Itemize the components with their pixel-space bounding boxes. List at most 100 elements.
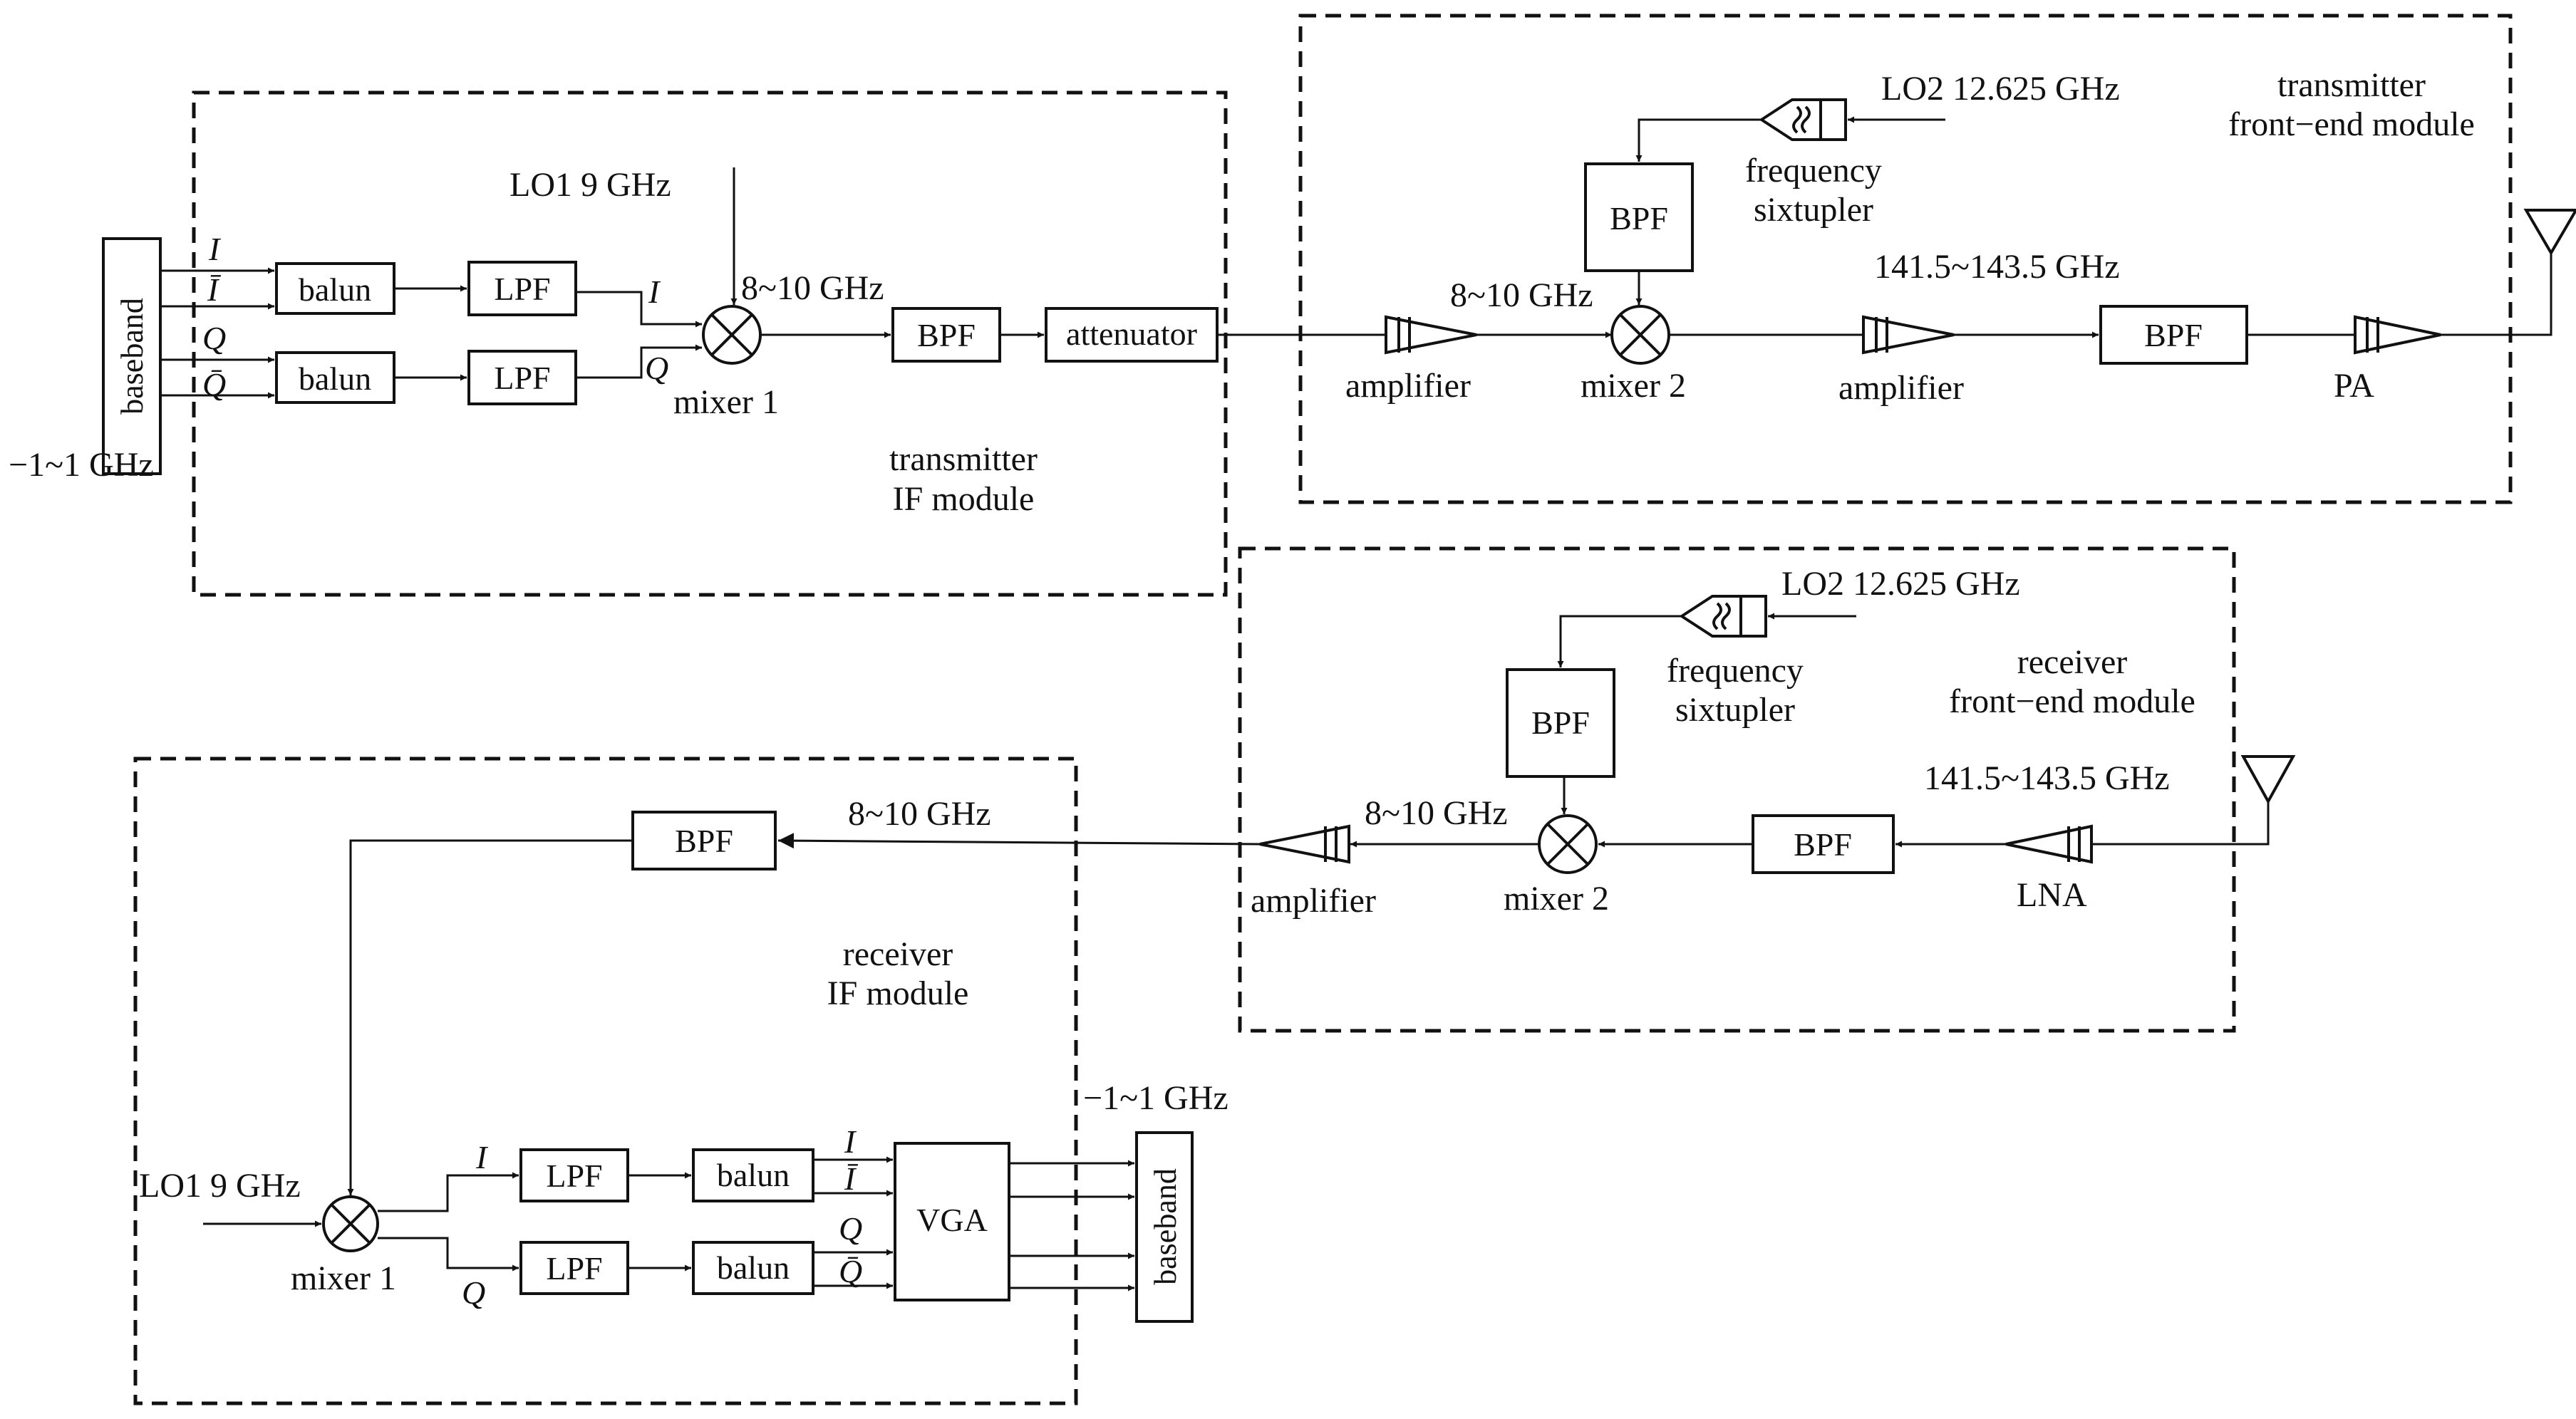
rx-frequency-sixtupler (1679, 595, 1767, 638)
tx-mixer-1-label: mixer 1 (673, 383, 779, 421)
rx-baseband-label: baseband (1148, 1168, 1183, 1285)
tx-mixer-in-q: Q (645, 350, 668, 386)
rx-lo-bpf-block (1506, 668, 1615, 778)
rx-balun-i-label: balun (717, 1157, 790, 1193)
tx-balun-i-block (275, 262, 395, 315)
rx-baseband-block (1135, 1131, 1194, 1323)
rx-out-i: I (475, 1139, 489, 1175)
rx-multiplier-label-1: frequency (1667, 652, 1804, 690)
rx-mixer-2 (1538, 814, 1598, 874)
tx-pa-label: PA (2334, 367, 2374, 405)
rx-balun-i-block (692, 1148, 814, 1202)
tx-mixer-2-label: mixer 2 (1581, 367, 1686, 405)
rx-fe-title-1: receiver (2017, 643, 2128, 681)
tx-multiplier-label-2: sixtupler (1754, 191, 1873, 229)
tx-amplifier-1-label: amplifier (1345, 367, 1471, 405)
rx-mixer-1 (322, 1195, 379, 1252)
tx-lpf-q-label: LPF (494, 360, 550, 396)
rx-balun-q-label: balun (717, 1249, 790, 1286)
tx-mixer-2 (1610, 305, 1670, 365)
rx-mixer-2-label: mixer 2 (1504, 880, 1609, 918)
tx-balun-i-label: balun (299, 271, 371, 308)
transmitter-front-end-border (1298, 14, 2513, 504)
tx-amplifier-2-label: amplifier (1838, 369, 1964, 407)
tx-multiplier-label-1: frequency (1745, 152, 1882, 189)
rx-signal-qbar: Q̄ (839, 1253, 862, 1289)
rx-signal-i: I (844, 1123, 857, 1160)
rx-if-module-title-1: receiver (843, 935, 953, 973)
rx-amplifier-label: amplifier (1251, 882, 1376, 920)
tx-if-module-title-1: transmitter (889, 440, 1038, 478)
rx-lna-label: LNA (2017, 876, 2087, 914)
rx-rf-bpf-label: BPF (1794, 826, 1852, 863)
rx-fe-title-2: front−end module (1949, 682, 2195, 720)
tx-if-module-title-2: IF module (893, 480, 1035, 518)
tx-baseband-label: baseband (115, 298, 150, 415)
tx-baseband-freq: −1~1 GHz (9, 446, 154, 484)
tx-rf-bpf-label: BPF (2144, 317, 2203, 353)
tx-attenuator-block (1045, 307, 1219, 363)
tx-lo1-label: LO1 9 GHz (509, 166, 671, 204)
rx-out-q: Q (462, 1274, 485, 1311)
rx-mixer-1-label: mixer 1 (291, 1259, 396, 1297)
rx-antenna-icon (2240, 755, 2296, 805)
tx-rf-freq: 141.5~143.5 GHz (1874, 248, 2120, 286)
receiver-if-module-border (133, 757, 1078, 1405)
tx-signal-q: Q (202, 320, 226, 356)
tx-signal-i: I (208, 231, 222, 267)
tx-mixer-1 (702, 305, 762, 365)
tx-lpf-q-block (467, 350, 577, 405)
rx-lna (2005, 824, 2093, 864)
rx-rf-freq: 141.5~143.5 GHz (1924, 759, 2170, 797)
tx-mixer-in-i: I (648, 274, 661, 310)
rx-signal-ibar: Ī (844, 1160, 859, 1197)
rx-lpf-q-label: LPF (546, 1250, 602, 1287)
rx-lpf-i-label: LPF (546, 1158, 602, 1194)
receiver-if-module: 8~10 GHz BPF receiver IF module mixer 1 … (139, 795, 1228, 1323)
tx-signal-ibar: Ī (207, 271, 222, 308)
rx-vga-label: VGA (916, 1202, 988, 1238)
receiver-front-end-module: 141.5~143.5 GHz LNA BPF mixer 2 BPF (1251, 565, 2296, 920)
tx-attenuator-label: attenuator (1066, 316, 1197, 352)
tx-power-amplifier (2354, 315, 2441, 355)
tx-lpf-i-block (467, 261, 577, 316)
tx-balun-q-label: balun (299, 360, 371, 397)
tx-fe-title-2: front−end module (2228, 105, 2475, 143)
tx-amplifier-2 (1862, 315, 1955, 355)
tx-lo-bpf-label: BPF (1610, 200, 1668, 236)
tx-signal-qbar: Q̄ (202, 366, 226, 402)
tx-amplifier-1 (1385, 315, 1477, 355)
rx-fe-if-freq: 8~10 GHz (1365, 794, 1508, 832)
transmitter-if-module: baseband −1~1 GHz I Ī Q Q̄ balun balun L… (9, 166, 1219, 518)
tx-fe-title-1: transmitter (2277, 66, 2426, 104)
rx-lo1-label: LO1 9 GHz (139, 1167, 301, 1205)
tx-fe-if-freq: 8~10 GHz (1450, 276, 1593, 314)
rx-if-freq: 8~10 GHz (848, 795, 991, 833)
rx-multiplier-label-2: sixtupler (1675, 691, 1795, 729)
tx-if-freq: 8~10 GHz (741, 269, 884, 307)
tx-frequency-sixtupler (1759, 98, 1847, 141)
rx-lo2-label: LO2 12.625 GHz (1781, 565, 2020, 603)
tx-baseband-block (102, 237, 162, 475)
tx-antenna-icon (2523, 209, 2576, 256)
tx-lpf-i-label: LPF (494, 271, 550, 307)
rx-lo-bpf-label: BPF (1531, 705, 1590, 741)
transmitter-if-module-border (192, 90, 1228, 597)
receiver-front-end-border (1238, 546, 2236, 1033)
rx-if-module-title-2: IF module (827, 974, 969, 1012)
rx-signal-q: Q (839, 1210, 862, 1247)
tx-balun-q-block (275, 351, 395, 404)
transmitter-front-end-module: amplifier 8~10 GHz mixer 2 BPF LO2 12.62… (1345, 66, 2576, 407)
rx-if-bpf-label: BPF (675, 823, 733, 859)
rx-amplifier (1259, 824, 1350, 864)
tx-lo2-label: LO2 12.625 GHz (1881, 70, 2120, 108)
rx-if-bpf-block (631, 811, 777, 870)
tx-if-bpf-label: BPF (917, 317, 976, 353)
rx-vga-block (894, 1142, 1010, 1301)
rx-rf-bpf-block (1752, 814, 1895, 874)
rx-lpf-q-block (519, 1241, 629, 1295)
tx-rf-bpf-block (2099, 305, 2248, 365)
rx-balun-q-block (692, 1241, 814, 1295)
